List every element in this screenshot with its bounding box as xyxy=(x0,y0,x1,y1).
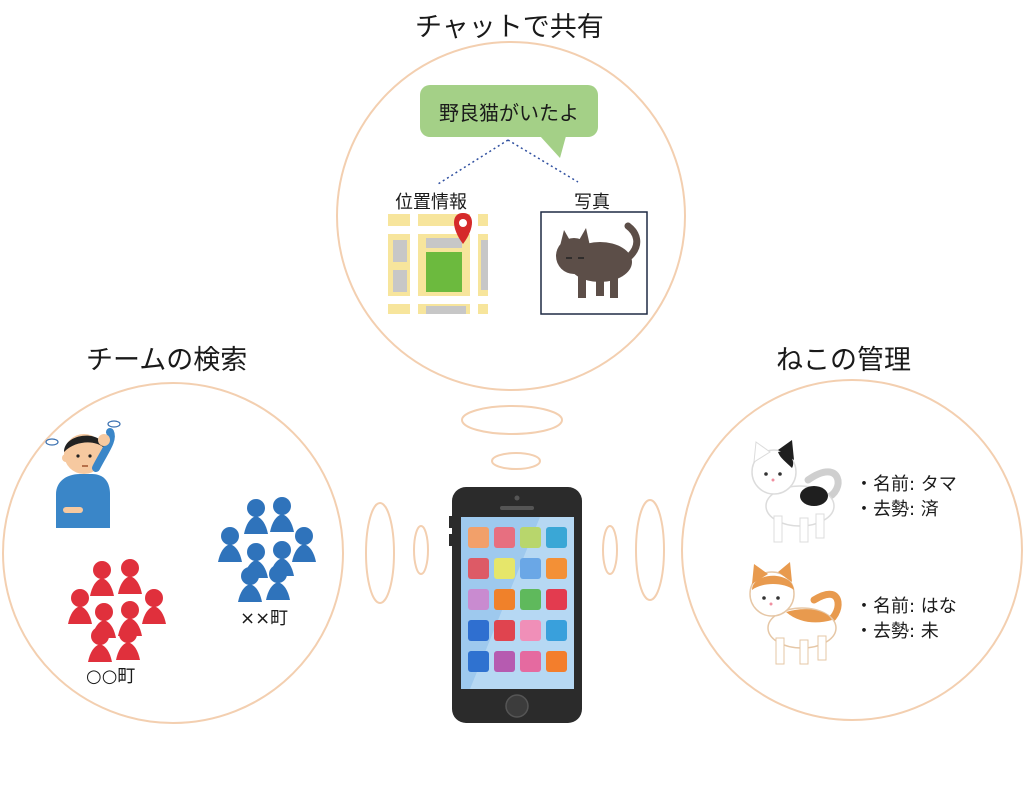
app-icon xyxy=(494,620,515,641)
ripple-top-inner xyxy=(491,452,541,470)
red-team-group xyxy=(68,559,166,662)
cat-tama-info: ・名前: タマ ・去勢: 済 xyxy=(855,472,957,522)
blue-team-group xyxy=(218,497,316,602)
app-icon xyxy=(546,620,567,641)
app-icon xyxy=(468,620,489,641)
app-icon xyxy=(520,651,541,672)
blue-pawn xyxy=(270,497,294,532)
app-icon xyxy=(468,651,489,672)
app-icon xyxy=(494,651,515,672)
ripple-top-outer xyxy=(461,405,563,435)
red-pawn xyxy=(88,627,112,662)
team-search-title: チームの検索 xyxy=(86,345,248,376)
app-icon xyxy=(468,589,489,610)
app-icon xyxy=(520,527,541,548)
cat-hana-info: ・名前: はな ・去勢: 未 xyxy=(855,594,957,644)
red-pawn xyxy=(68,589,92,624)
red-pawn xyxy=(118,559,142,594)
cat-tama-neuter: ・去勢: 済 xyxy=(855,499,939,520)
dotted-connector-photo xyxy=(507,139,579,183)
ripple-right-outer xyxy=(635,499,665,601)
ripple-left-outer xyxy=(365,502,395,604)
chat-circle xyxy=(336,41,686,391)
cat-photo-icon xyxy=(540,211,648,315)
map-pin-icon xyxy=(454,213,472,244)
cat-hana-neuter: ・去勢: 未 xyxy=(855,621,939,642)
section-circles xyxy=(2,41,1023,724)
red-pawn xyxy=(116,625,140,660)
app-icon xyxy=(546,527,567,548)
blue-pawn xyxy=(244,499,268,534)
confused-person-icon xyxy=(45,420,121,528)
red-pawn xyxy=(90,561,114,596)
cat-management-title: ねこの管理 xyxy=(776,345,911,376)
cat-circle xyxy=(681,379,1023,721)
signal-ripples xyxy=(365,405,665,604)
cat-hana-icon xyxy=(749,562,842,665)
chat-share-title: チャットで共有 xyxy=(415,12,604,43)
red-pawn xyxy=(142,589,166,624)
app-icon xyxy=(520,558,541,579)
app-icon-grid xyxy=(468,527,567,672)
blue-pawn xyxy=(266,565,290,600)
app-icon xyxy=(546,558,567,579)
ripple-left-inner xyxy=(413,525,429,575)
cat-hana-name: ・名前: はな xyxy=(855,596,957,617)
chat-message-text: 野良猫がいたよ xyxy=(439,100,579,125)
bubble-tail xyxy=(540,136,566,158)
blue-pawn xyxy=(292,527,316,562)
location-label: 位置情報 xyxy=(395,192,467,213)
app-icon xyxy=(468,558,489,579)
app-icon xyxy=(546,589,567,610)
dotted-connector-map xyxy=(437,139,509,185)
smartphone-icon xyxy=(449,487,582,723)
chat-message-bubble: 野良猫がいたよ xyxy=(420,85,598,137)
town-a-label: ○○町 xyxy=(86,666,136,687)
app-icon xyxy=(468,527,489,548)
app-icon xyxy=(494,589,515,610)
cat-tama-name: ・名前: タマ xyxy=(855,474,957,495)
map-icon xyxy=(388,214,488,314)
ripple-right-inner xyxy=(602,525,618,575)
cat-tama-icon xyxy=(751,440,842,543)
app-icon xyxy=(494,558,515,579)
photo-label: 写真 xyxy=(574,192,610,213)
app-icon xyxy=(520,620,541,641)
app-icon xyxy=(520,589,541,610)
app-icon xyxy=(494,527,515,548)
team-circle xyxy=(2,382,344,724)
blue-pawn xyxy=(238,567,262,602)
app-icon xyxy=(546,651,567,672)
town-b-label: ××町 xyxy=(240,608,289,629)
blue-pawn xyxy=(218,527,242,562)
